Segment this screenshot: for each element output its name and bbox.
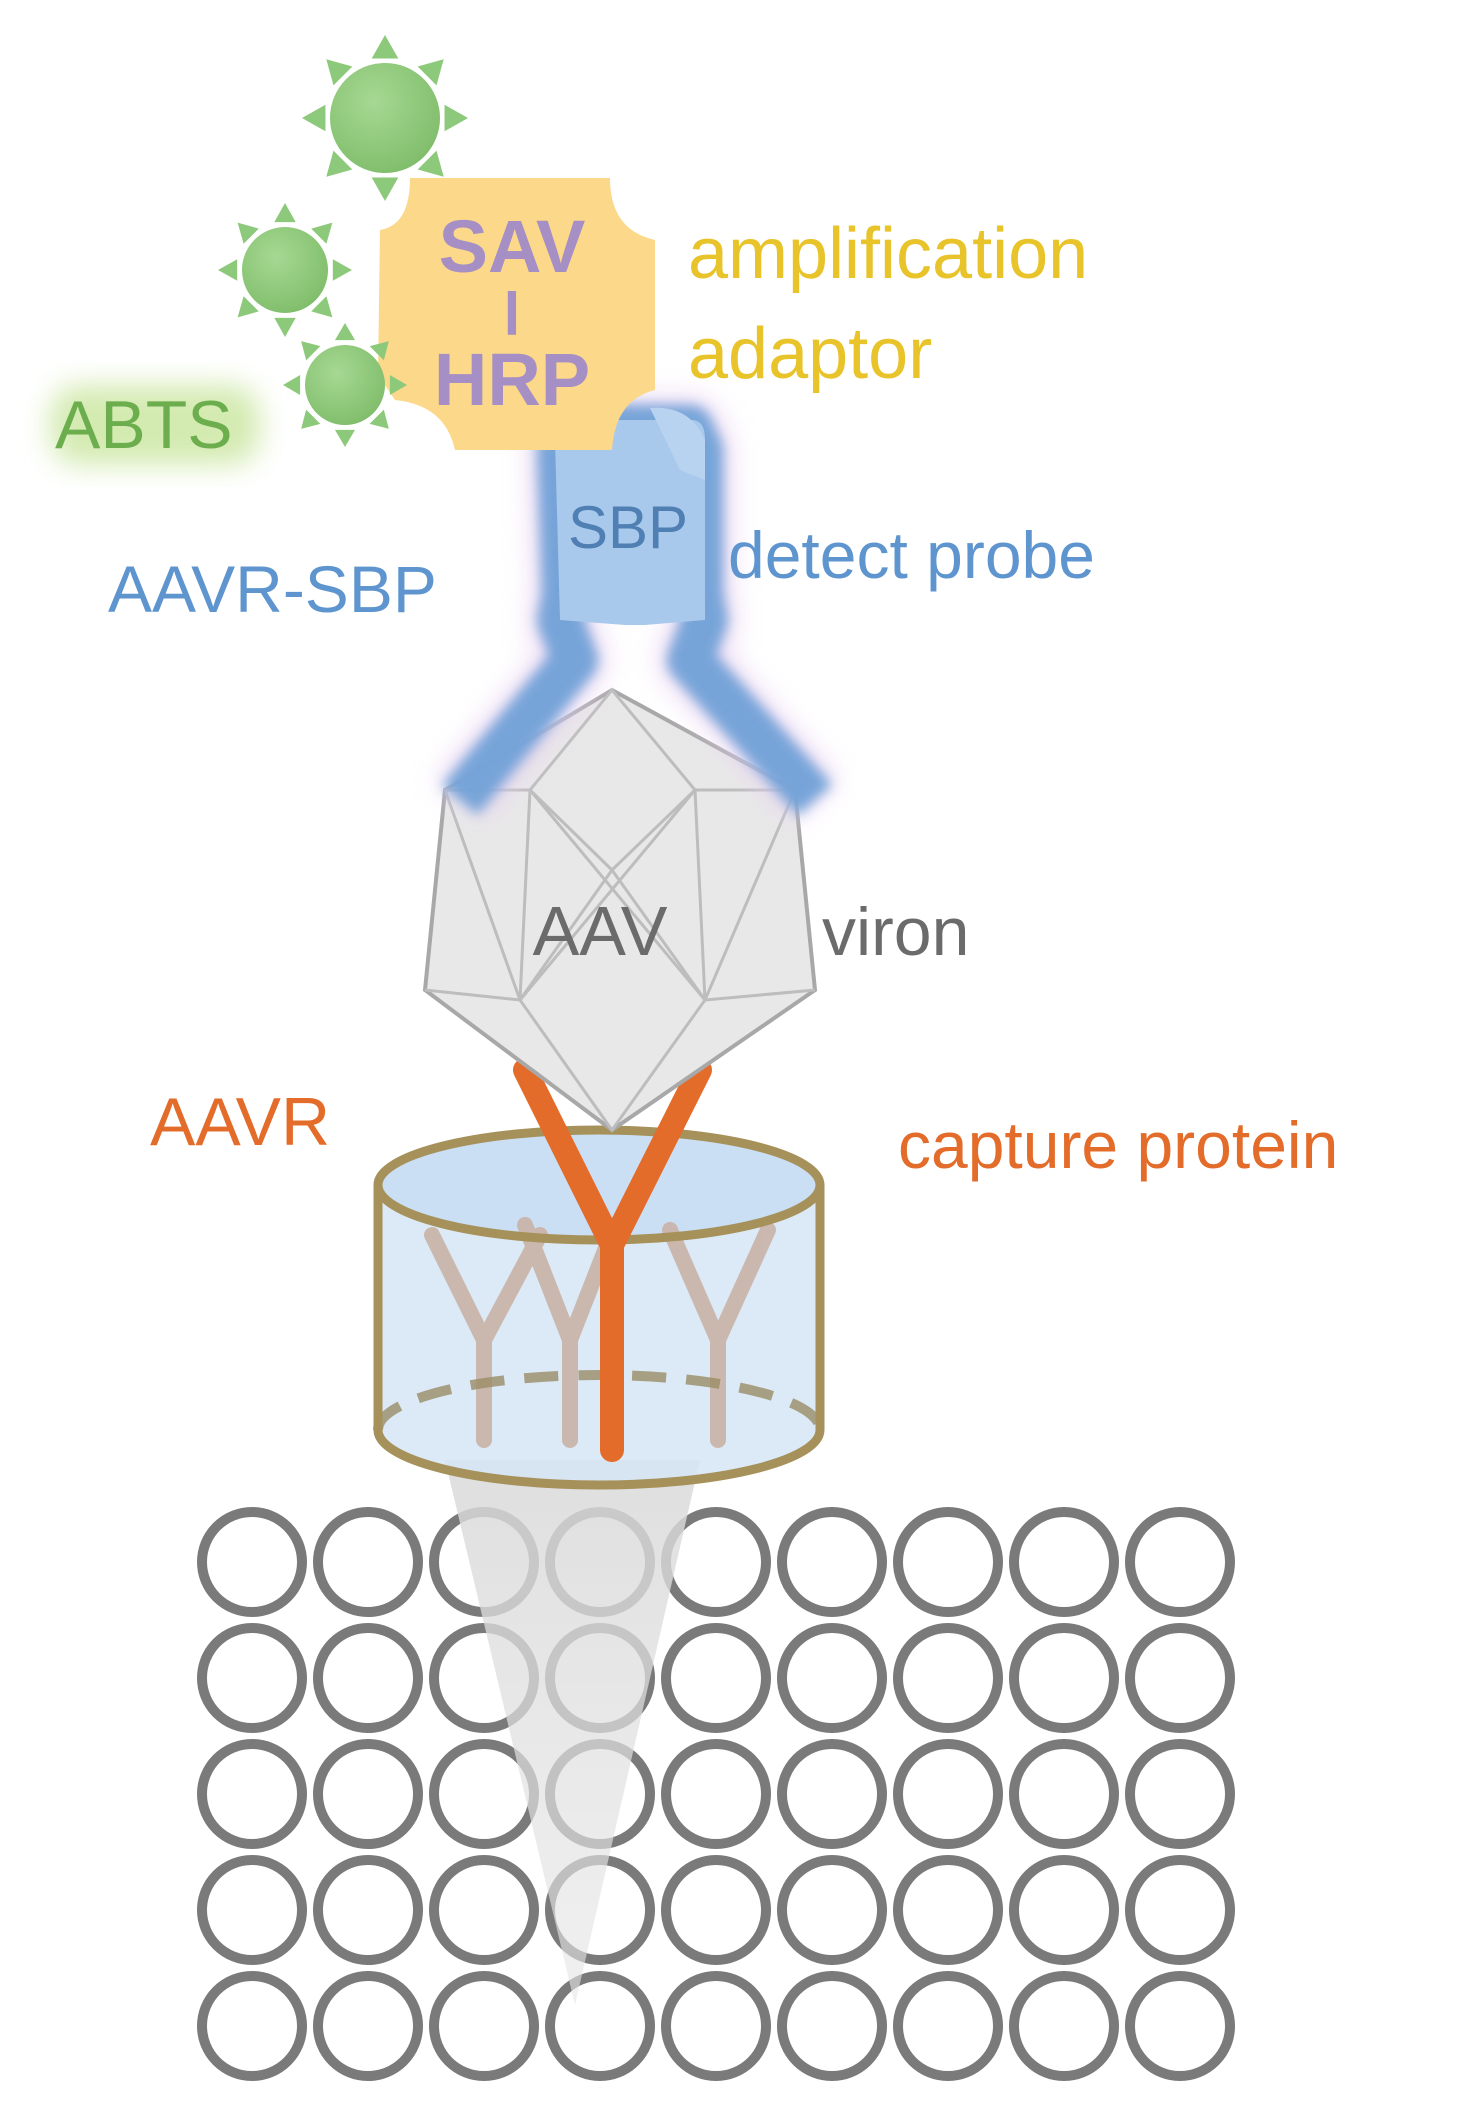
amplification-adaptor [378,178,655,450]
abts-ray [417,59,444,86]
plate-well [661,1623,771,1733]
plate-well [313,1855,423,1965]
abts-ray [334,323,356,341]
plate-well [661,1855,771,1965]
abts-ray [444,104,468,132]
viron-label: viron [822,894,969,970]
plate-well [429,1855,539,1965]
abts-ray [326,150,353,177]
abts-label: ABTS [55,387,233,463]
plate-well [1009,1739,1119,1849]
link-label: l [504,281,521,348]
plate-well [197,1623,307,1733]
light-beam [445,1460,700,2005]
abts-molecule [283,323,407,447]
abts-molecule [218,203,352,337]
sbp-label: SBP [568,494,688,561]
plate-well [893,1739,1003,1849]
plate-well [1125,1623,1235,1733]
abts-substrate-balls [218,35,468,447]
amplification-label-line1: amplification [688,214,1088,294]
abts-ray [302,104,326,132]
capture-protein-label: capture protein [898,1108,1338,1182]
abts-ray [334,429,356,447]
plate-well [313,1971,423,2081]
abts-molecule [302,35,468,201]
plate-well [1125,1739,1235,1849]
plate-well [197,1971,307,2081]
plate-well [893,1507,1003,1617]
microplate [197,1507,1235,2081]
aav-label: AAV [533,892,668,970]
plate-well [429,1971,539,2081]
amplification-label-line2: adaptor [688,314,932,394]
plate-well [777,1507,887,1617]
abts-ray [371,177,399,201]
plate-well [777,1971,887,2081]
plate-well [1125,1507,1235,1617]
immobilized-antibodies [424,1217,776,1448]
detect-probe-label: detect probe [728,518,1095,592]
abts-core [242,227,328,313]
abts-ray [311,296,333,318]
abts-ray [332,259,352,281]
abts-ray [301,409,321,429]
abts-ray [371,35,399,59]
aavr-sbp-label: AAVR-SBP [108,552,437,626]
plate-well [893,1971,1003,2081]
abts-ray [326,59,353,86]
plate-well [313,1739,423,1849]
well [373,1125,825,1490]
plate-well [545,1971,655,2081]
plate-well [893,1623,1003,1733]
plate-well [661,1971,771,2081]
plate-well [1009,1855,1119,1965]
plate-well [1125,1855,1235,1965]
aavr-label: AAVR [150,1084,330,1160]
plate-well [197,1739,307,1849]
abts-ray [274,203,296,223]
plate-well [893,1855,1003,1965]
abts-ray [237,222,259,244]
abts-ray [311,222,333,244]
plate-well [313,1507,423,1617]
abts-glow [50,385,260,465]
plate-well [197,1855,307,1965]
abts-ray [274,317,296,337]
abts-ray [218,259,238,281]
plate-well [777,1623,887,1733]
abts-core [330,63,440,173]
plate-well [1009,1971,1119,2081]
hrp-label: HRP [434,338,590,421]
abts-core [305,345,385,425]
plate-well [777,1739,887,1849]
capture-protein-aavr [513,1058,712,1462]
abts-ray [369,409,389,429]
detect-probe-aavr-sbp [436,398,838,820]
abts-ray [301,341,321,361]
abts-ray [369,341,389,361]
abts-ray [417,150,444,177]
plate-well [313,1623,423,1733]
sav-label: SAV [439,205,586,288]
plate-well [197,1507,307,1617]
plate-well [661,1739,771,1849]
plate-well [1009,1507,1119,1617]
abts-ray [283,374,301,396]
abts-ray [389,374,407,396]
plate-well [1125,1971,1235,2081]
plate-well [777,1855,887,1965]
plate-well [1009,1623,1119,1733]
abts-ray [237,296,259,318]
